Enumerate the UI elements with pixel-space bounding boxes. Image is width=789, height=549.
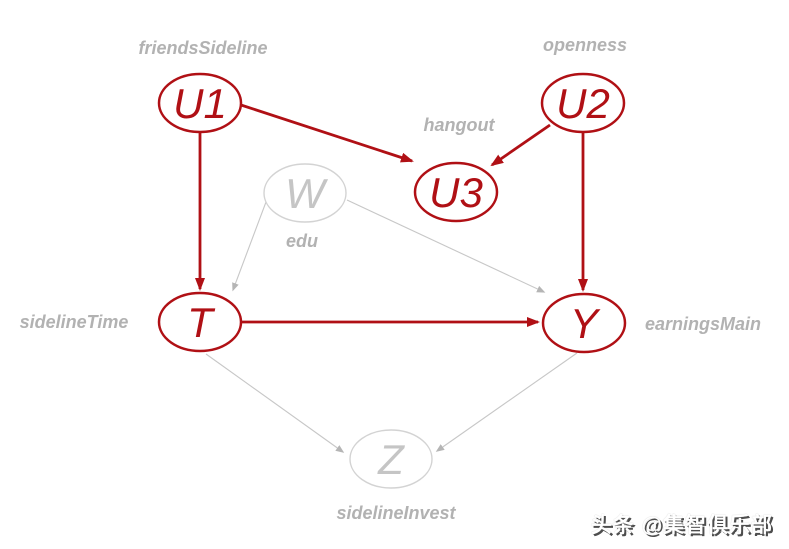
variable-label-earningsMain: earningsMain bbox=[645, 314, 761, 334]
variable-label-sidelineTime: sidelineTime bbox=[20, 312, 129, 332]
edge-Y-Z bbox=[435, 352, 578, 452]
edges-red bbox=[195, 103, 588, 327]
node-U3-ellipse bbox=[413, 161, 499, 223]
edge-U2-U3 bbox=[490, 123, 551, 167]
node-U1-ellipse bbox=[157, 72, 243, 134]
node-U3: U3 bbox=[413, 161, 499, 223]
edge-W-Y bbox=[346, 199, 546, 293]
variable-label-friendsSideline: friendsSideline bbox=[138, 38, 267, 58]
node-T: T bbox=[157, 291, 243, 353]
node-W-label: W bbox=[285, 170, 328, 217]
node-U2-ellipse bbox=[540, 72, 626, 134]
node-Y-label: Y bbox=[570, 300, 601, 347]
node-Z: Z bbox=[349, 429, 433, 489]
variable-label-sidelineInvest: sidelineInvest bbox=[336, 503, 456, 523]
node-Z-ellipse bbox=[349, 429, 433, 489]
node-U1-label: U1 bbox=[173, 80, 227, 127]
node-T-ellipse bbox=[157, 291, 243, 353]
node-U1: U1 bbox=[157, 72, 243, 134]
variable-label-edu: edu bbox=[286, 231, 318, 251]
node-U3-label: U3 bbox=[429, 169, 483, 216]
node-U2-label: U2 bbox=[556, 80, 610, 127]
node-U2: U2 bbox=[540, 72, 626, 134]
node-W: W bbox=[263, 163, 347, 223]
variable-label-openness: openness bbox=[543, 35, 627, 55]
edge-U1-U3 bbox=[240, 103, 414, 163]
edge-T-Z bbox=[205, 353, 345, 453]
variable-labels: friendsSideline openness hangout edu sid… bbox=[20, 35, 761, 523]
node-W-ellipse bbox=[263, 163, 347, 223]
node-T-label: T bbox=[187, 299, 216, 346]
variable-label-hangout: hangout bbox=[424, 115, 496, 135]
watermark: 头条 @集智俱乐部 bbox=[590, 514, 773, 537]
edge-W-T bbox=[232, 201, 267, 292]
node-Y: Y bbox=[541, 292, 627, 354]
node-Z-label: Z bbox=[377, 436, 405, 483]
edges-gray bbox=[205, 199, 578, 453]
node-Y-ellipse bbox=[541, 292, 627, 354]
